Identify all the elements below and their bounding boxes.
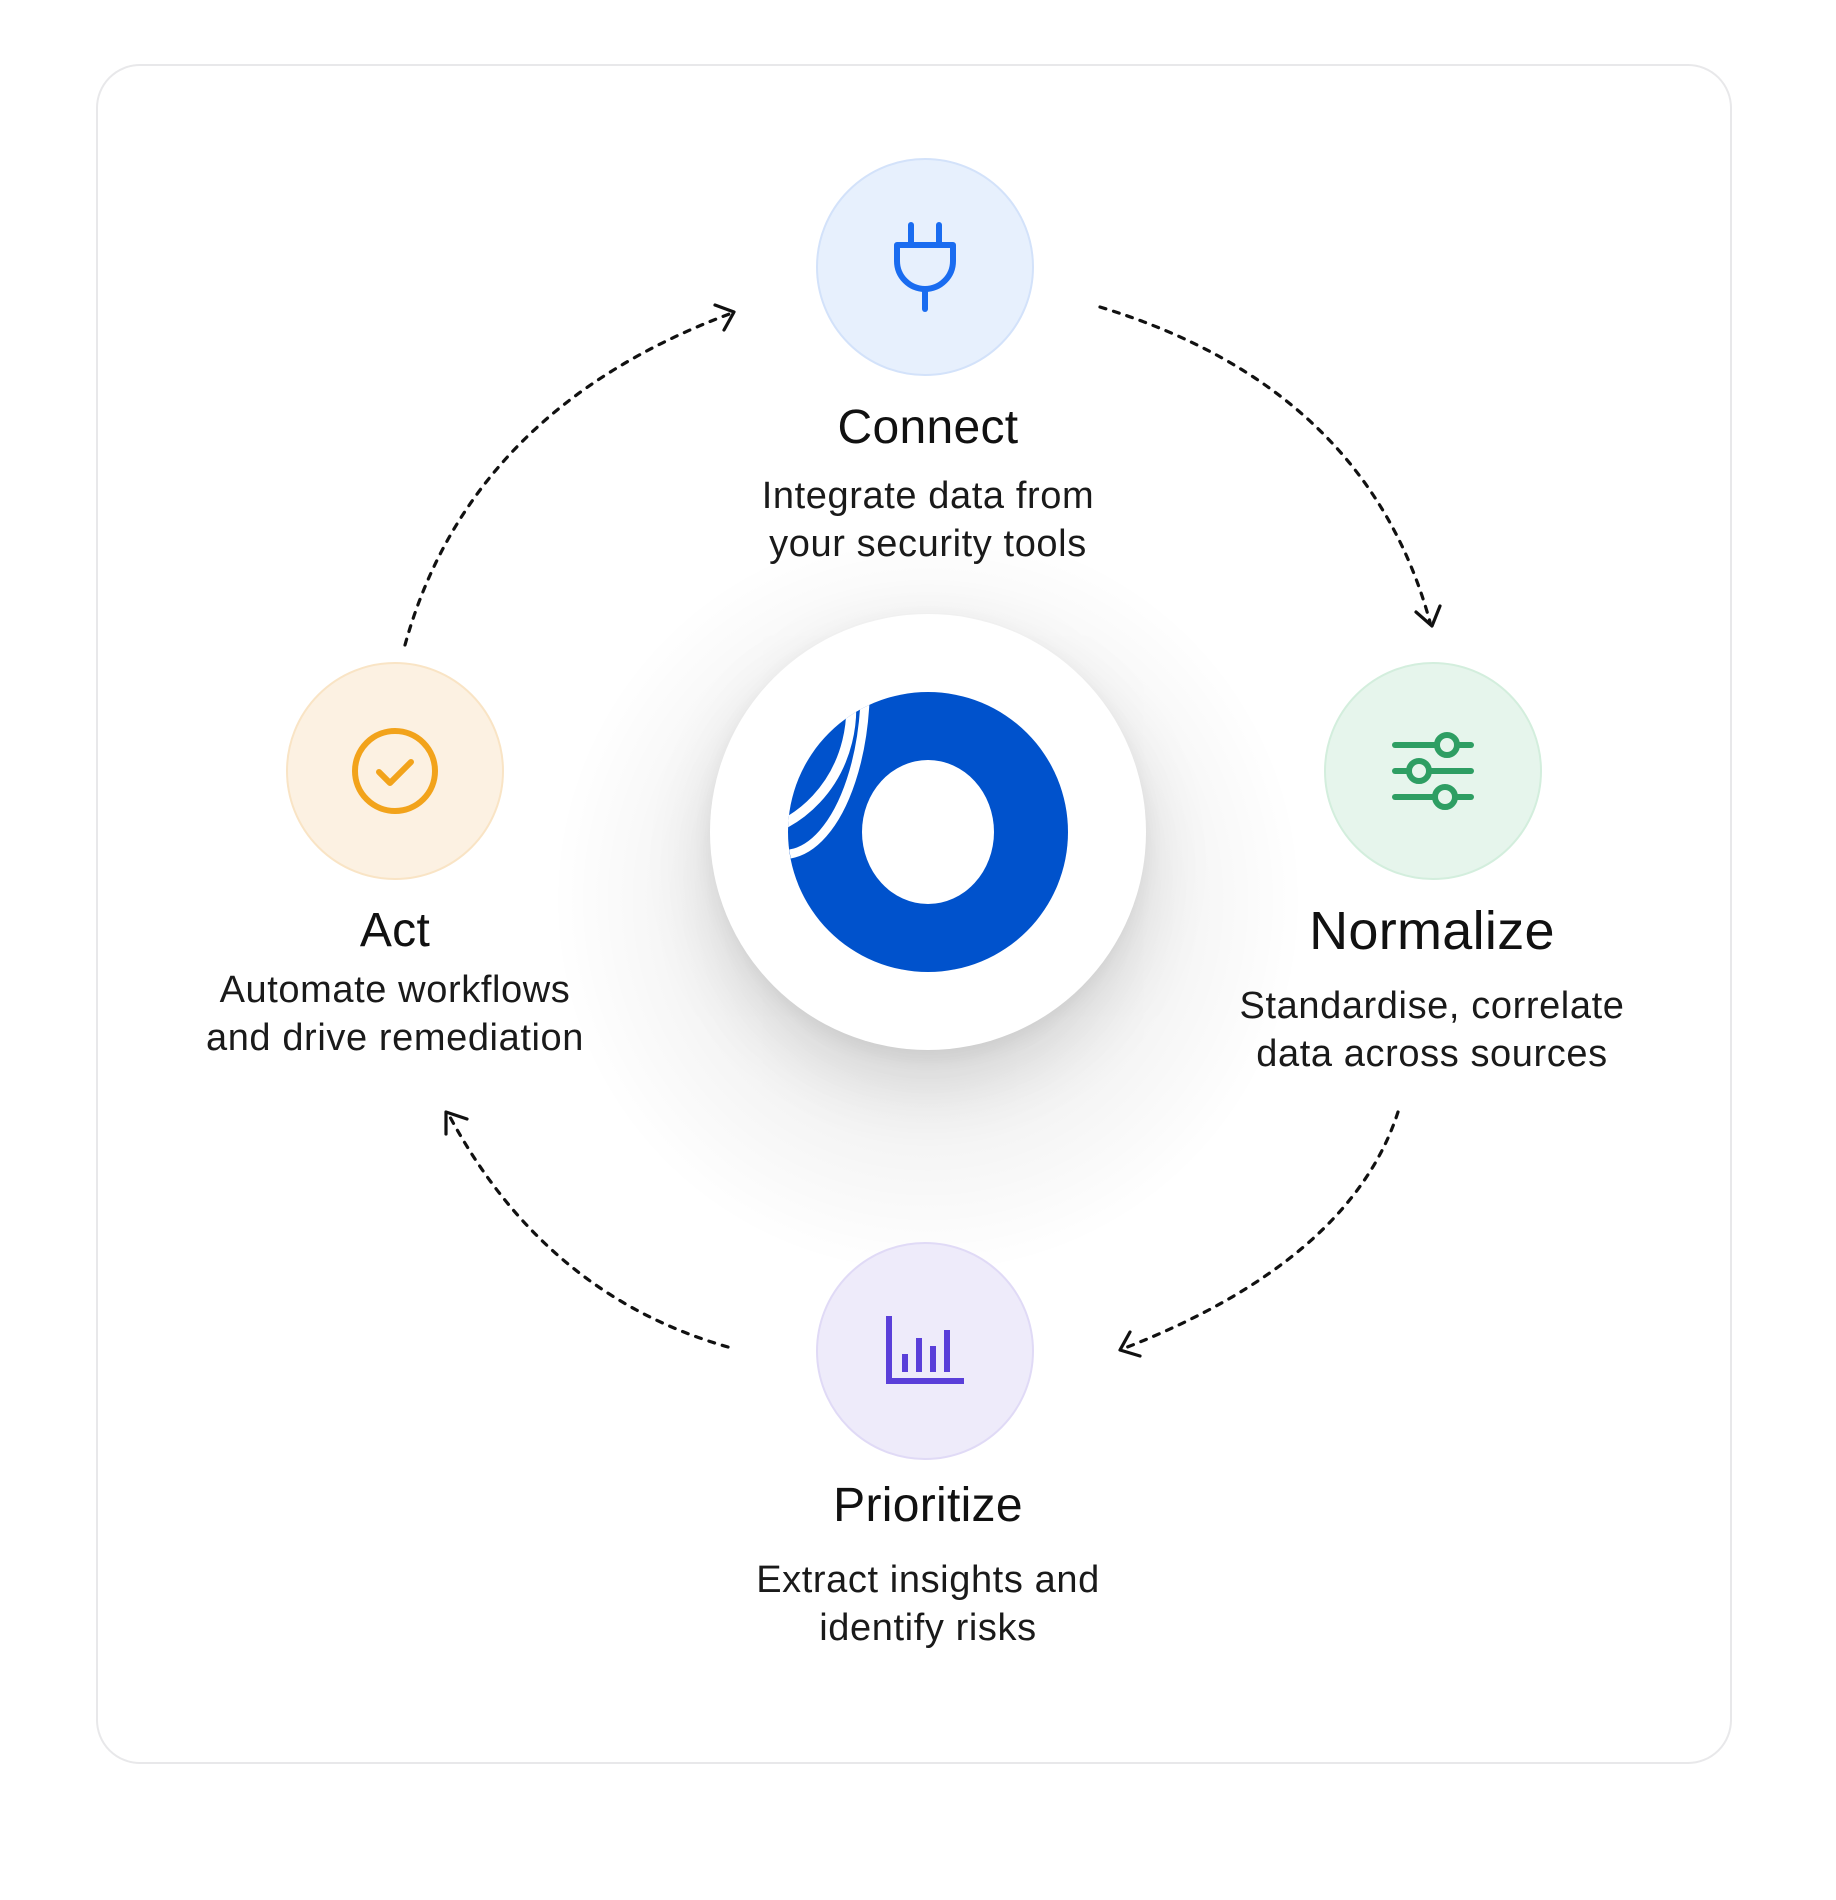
act-title: Act: [359, 904, 431, 957]
act-description-line-1: Automate workflows: [219, 969, 571, 1011]
normalize-description: Standardise, correlate data across sourc…: [1172, 982, 1692, 1078]
normalize-description-line-1: Standardise, correlate: [1239, 985, 1625, 1027]
bar-chart-icon: [886, 1316, 964, 1384]
center-logo-disc: [710, 614, 1146, 1050]
connect-title: Connect: [837, 401, 1019, 454]
connect-description: Integrate data from your security tools: [668, 472, 1188, 568]
check-circle-icon: [352, 728, 438, 814]
prioritize-description-line-1: Extract insights and: [756, 1559, 1100, 1601]
plug-icon: [894, 222, 956, 312]
normalize-title: Normalize: [1309, 901, 1555, 961]
act-description-line-2: and drive remediation: [205, 1017, 585, 1059]
prioritize-description-line-2: identify risks: [819, 1607, 1037, 1649]
connect-icon-circle: [816, 158, 1034, 376]
sliders-icon: [1392, 732, 1474, 810]
act-description: Automate workflows and drive remediation: [135, 966, 655, 1062]
logo-ring-icon: [788, 692, 1068, 972]
prioritize-icon-circle: [816, 1242, 1034, 1460]
normalize-description-line-2: data across sources: [1256, 1033, 1608, 1075]
act-icon-circle: [286, 662, 504, 880]
connect-description-line-1: Integrate data from: [761, 475, 1095, 517]
normalize-icon-circle: [1324, 662, 1542, 880]
prioritize-description: Extract insights and identify risks: [668, 1556, 1188, 1652]
prioritize-title: Prioritize: [833, 1479, 1023, 1532]
connect-description-line-2: your security tools: [769, 523, 1087, 565]
